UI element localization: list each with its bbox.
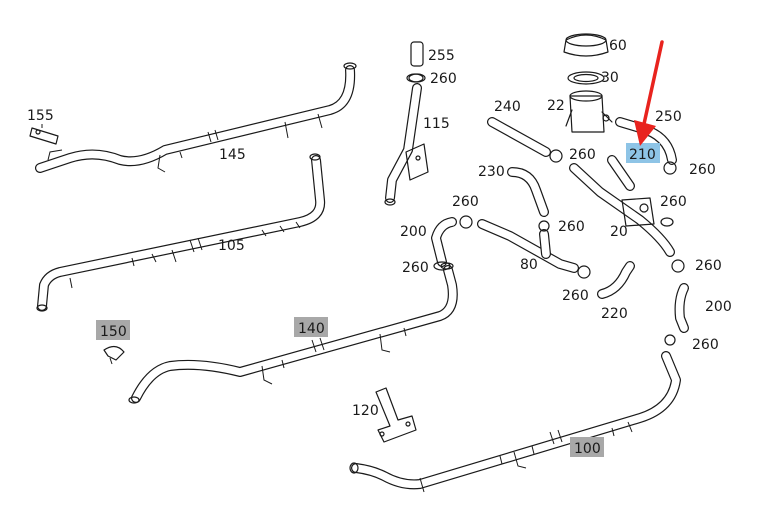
label-200-b: 200 xyxy=(705,299,732,315)
label-100: 100 xyxy=(574,441,601,457)
label-260-j: 260 xyxy=(692,337,719,353)
hose-220[interactable] xyxy=(597,261,635,299)
label-240: 240 xyxy=(494,99,521,115)
label-140: 140 xyxy=(298,321,325,337)
label-80: 80 xyxy=(520,257,538,273)
label-22: 22 xyxy=(547,98,565,114)
label-155: 155 xyxy=(27,108,54,124)
label-260-e: 260 xyxy=(660,194,687,210)
label-200-a: 200 xyxy=(400,224,427,240)
hose-230[interactable] xyxy=(507,167,549,217)
filler-cap-assembly[interactable] xyxy=(563,33,613,133)
pipe-145[interactable] xyxy=(35,62,357,173)
label-220: 220 xyxy=(601,306,628,322)
label-260-c: 260 xyxy=(689,162,716,178)
pipe-80[interactable] xyxy=(477,219,591,279)
label-bg-100 xyxy=(570,437,604,457)
label-115: 115 xyxy=(423,116,450,132)
label-20: 20 xyxy=(610,224,628,240)
label-255: 255 xyxy=(428,48,455,64)
bracket-120[interactable] xyxy=(375,387,417,443)
hose-240[interactable] xyxy=(487,117,563,163)
label-30: 30 xyxy=(601,70,619,86)
label-260-i: 260 xyxy=(562,288,589,304)
hose-200-right[interactable] xyxy=(664,259,689,346)
label-230: 230 xyxy=(478,164,505,180)
label-bg-140 xyxy=(294,317,328,337)
label-120: 120 xyxy=(352,403,379,419)
pipe-140[interactable] xyxy=(128,262,458,404)
highlight-arrow xyxy=(634,40,664,146)
pipe-20[interactable] xyxy=(569,163,675,257)
label-250: 250 xyxy=(655,109,682,125)
label-60: 60 xyxy=(609,38,627,54)
hose-200-left[interactable] xyxy=(431,215,473,267)
label-145: 145 xyxy=(219,147,246,163)
label-260-b: 260 xyxy=(569,147,596,163)
label-260-f: 260 xyxy=(558,219,585,235)
label-260-g: 260 xyxy=(402,260,429,276)
pipe-100[interactable] xyxy=(349,351,681,493)
label-260-d: 260 xyxy=(452,194,479,210)
label-260-h: 260 xyxy=(695,258,722,274)
label-150: 150 xyxy=(100,324,127,340)
clamps-260[interactable] xyxy=(406,73,674,271)
label-bg-150 xyxy=(96,320,130,340)
pipe-105[interactable] xyxy=(36,153,326,312)
bracket-155[interactable] xyxy=(29,124,59,145)
label-210: 210 xyxy=(629,147,656,163)
hose-115[interactable] xyxy=(384,41,429,206)
label-bg-210 xyxy=(626,143,660,163)
hose-210[interactable] xyxy=(607,155,635,191)
label-260-a: 260 xyxy=(430,71,457,87)
clamp-150[interactable] xyxy=(103,345,125,365)
label-105: 105 xyxy=(218,238,245,254)
